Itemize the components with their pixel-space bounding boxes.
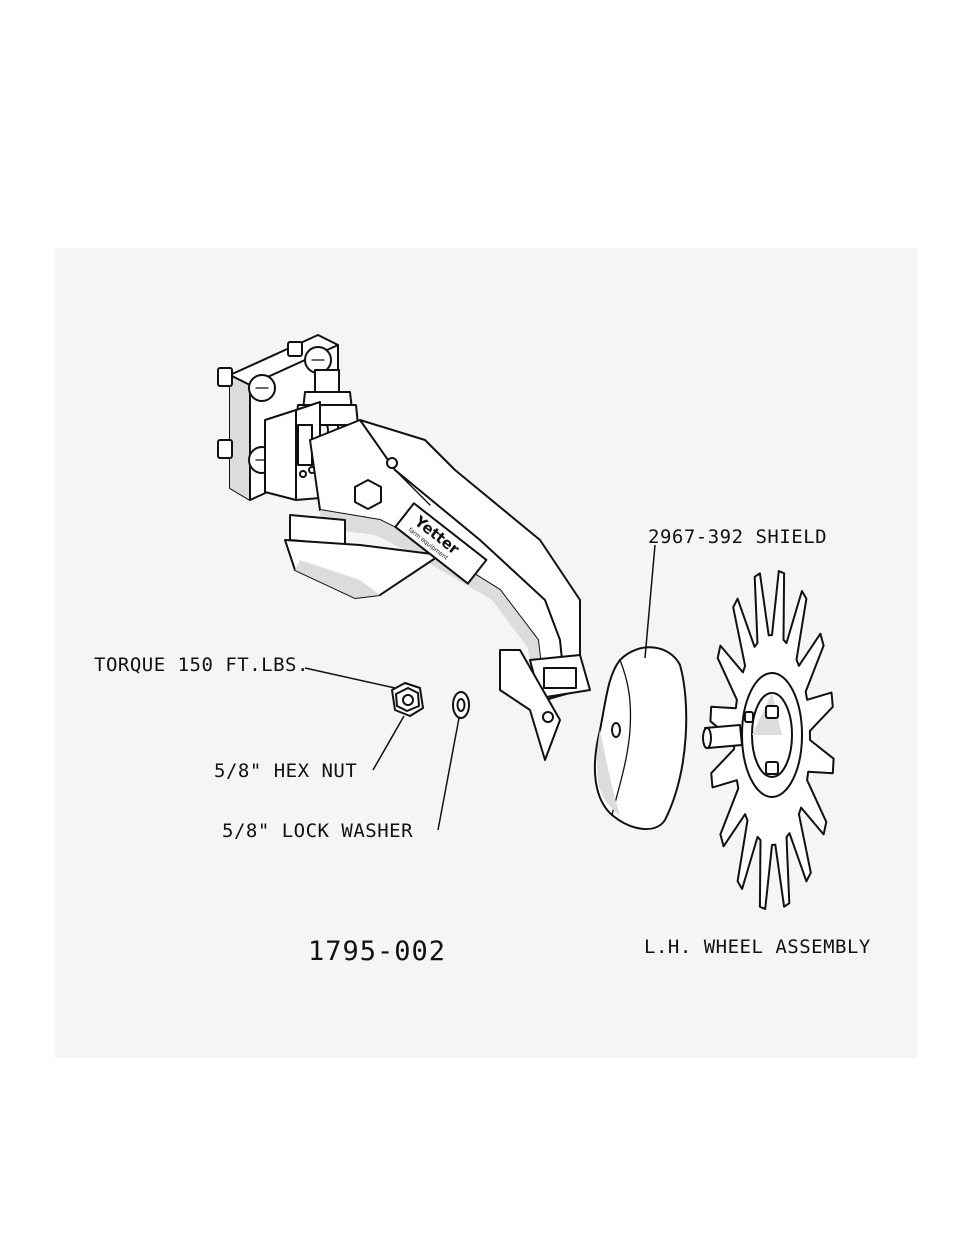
hub-bolt (766, 706, 778, 718)
hub-bolt (766, 762, 778, 774)
hub-bolt (745, 712, 753, 722)
wheel-assembly-label: L.H. WHEEL ASSEMBLY (644, 936, 871, 958)
part-number: 1795-002 (308, 936, 446, 967)
lock-washer (453, 692, 469, 718)
shield-label: 2967-392 SHIELD (648, 526, 827, 548)
pivot-bolt (355, 480, 381, 509)
hex-nut (392, 683, 423, 716)
front-bracket (265, 410, 296, 500)
adjuster-bolt (315, 370, 339, 392)
lock-washer-label: 5/8" LOCK WASHER (222, 820, 413, 842)
torque-label: TORQUE 150 FT.LBS. (94, 654, 309, 676)
hex-nut-label: 5/8" HEX NUT (214, 760, 357, 782)
